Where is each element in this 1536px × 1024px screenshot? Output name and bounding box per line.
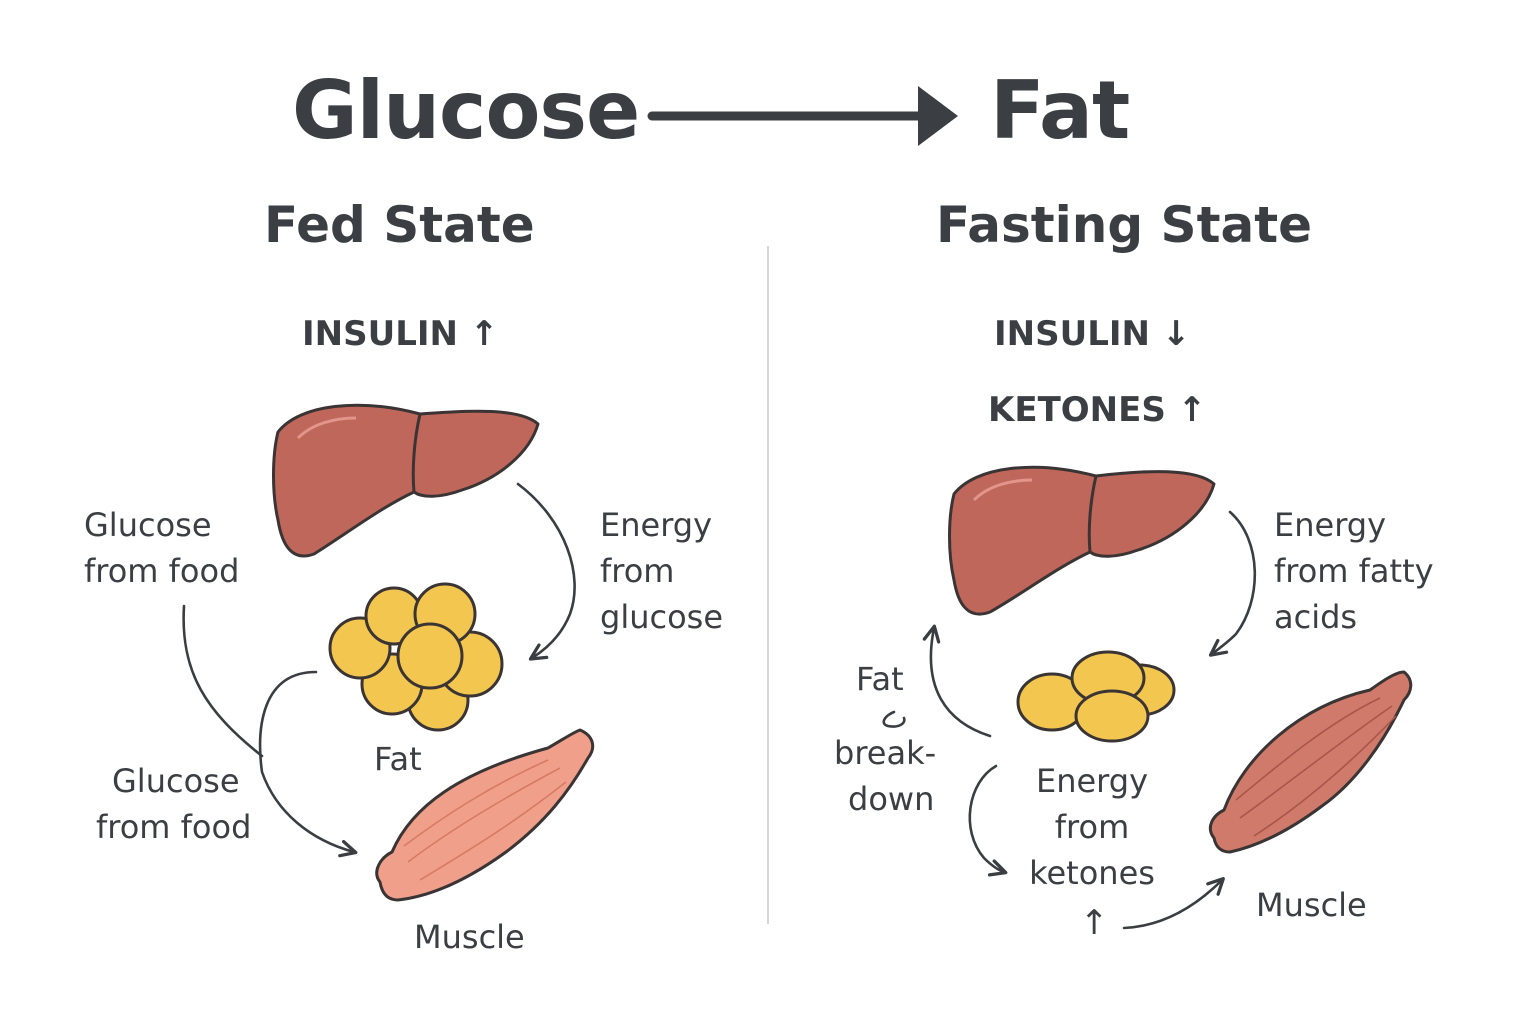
title-fat: Fat [990,64,1130,157]
fed-glucose-from-food-bottom: Glucose from food [96,762,252,846]
right-arrow-icon [647,86,958,146]
liver-icon [272,403,540,558]
fed-muscle-label: Muscle [414,918,525,956]
fat-cells-icon [328,582,504,732]
fed-arrows [182,482,576,858]
fasting-ketones-label: KETONES ↑ [988,390,1207,430]
fat-cells-icon-fasting [1016,650,1176,743]
fasting-insulin-label: INSULIN ↓ [994,314,1191,354]
fasting-muscle-label: Muscle [1256,886,1367,924]
fasting-state-title: Fasting State [936,196,1313,254]
muscle-icon-fasting [1208,670,1413,854]
fed-state-title: Fed State [264,196,535,254]
ketones-up-arrow-icon: ↑ [1080,903,1109,943]
fed-insulin-label: INSULIN ↑ [302,314,499,354]
muscle-icon [375,728,595,902]
liver-icon-fasting [948,465,1216,616]
fasting-energy-from-ketones: Energy from ketones [1029,762,1155,892]
title-glucose: Glucose [292,64,640,157]
fasting-arrows [882,510,1257,930]
fed-fat-label: Fat [374,740,422,778]
fed-energy-from-glucose: Energy from glucose [600,506,724,636]
fasting-fat-breakdown: Fat break- down [834,660,937,818]
fed-glucose-from-food-top: Glucose from food [84,506,240,590]
fasting-energy-from-fatty-acids: Energy from fatty acids [1274,506,1434,636]
